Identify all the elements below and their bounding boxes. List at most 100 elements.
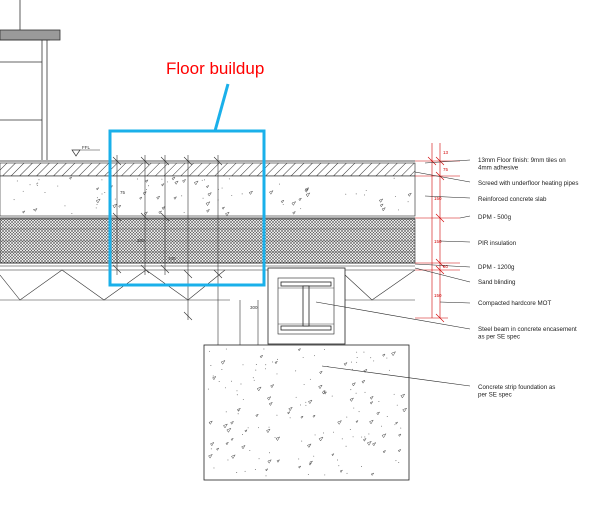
label-hardcore: Compacted hardcore MOT: [478, 300, 551, 307]
aggregate-triangle: [398, 433, 402, 437]
aggregate-dot: [394, 424, 396, 426]
aggregate-triangle: [307, 443, 312, 448]
aggregate-dot: [114, 198, 116, 200]
aggregate-triangle: [270, 384, 275, 389]
aggregate-dot: [252, 377, 254, 379]
steel-beam: [267, 267, 346, 345]
aggregate-dot: [282, 204, 284, 205]
aggregate-dot: [358, 411, 360, 413]
aggregate-triangle: [118, 204, 122, 208]
aggregate-triangle: [318, 436, 324, 442]
aggregate-triangle: [269, 190, 274, 195]
aggregate-triangle: [142, 191, 147, 196]
aggregate-triangle: [208, 420, 213, 425]
aggregate-dot: [95, 207, 97, 209]
aggregate-dot: [269, 452, 270, 454]
aggregate-dot: [345, 193, 347, 195]
aggregate-triangle: [275, 436, 281, 442]
foundation-aggregate: [207, 348, 408, 477]
aggregate-dot: [323, 390, 325, 392]
dim-beam-gap: 300: [250, 305, 258, 310]
aggregate-triangle: [308, 462, 312, 466]
aggregate-triangle: [156, 195, 161, 200]
aggregate-dot: [38, 179, 40, 181]
aggregate-dot: [221, 187, 223, 189]
aggregate-triangle: [372, 442, 377, 447]
aggregate-triangle: [369, 401, 374, 405]
aggregate-dot: [307, 474, 309, 475]
left-dimensions: [112, 155, 259, 345]
aggregate-triangle: [241, 444, 246, 450]
aggregate-dot: [213, 467, 215, 469]
aggregate-dot: [231, 380, 232, 382]
aggregate-dot: [364, 436, 366, 438]
aggregate-dot: [231, 195, 233, 196]
aggregate-triangle: [382, 449, 387, 454]
aggregate-triangle: [145, 179, 149, 183]
aggregate-triangle: [379, 203, 384, 208]
aggregate-dot: [242, 364, 244, 366]
aggregate-dot: [314, 434, 316, 436]
label-floor-finish-line2: 4mm adhesive: [478, 164, 519, 171]
aggregate-dot: [64, 205, 66, 207]
aggregate-dot: [337, 459, 338, 461]
aggregate-triangle: [323, 391, 328, 395]
label-strip-foundation-line1: Concrete strip foundation as: [478, 384, 555, 391]
aggregate-dot: [274, 436, 276, 438]
aggregate-triangle: [161, 183, 165, 187]
level-marker: FFL: [71, 145, 100, 157]
aggregate-dot: [298, 458, 300, 460]
leader-lines: [315, 159, 471, 387]
aggregate-dot: [313, 355, 315, 357]
aggregate-triangle: [161, 206, 166, 211]
aggregate-dot: [355, 193, 357, 195]
aggregate-dot: [236, 394, 238, 396]
aggregate-dot: [393, 177, 395, 179]
aggregate-triangle: [236, 407, 241, 412]
aggregate-triangle: [298, 197, 302, 202]
aggregate-triangle: [22, 210, 26, 214]
aggregate-dot: [363, 351, 365, 353]
aggregate-dot: [346, 416, 348, 418]
aggregate-dot: [236, 390, 238, 392]
aggregate-dot: [244, 470, 246, 472]
aggregate-triangle: [366, 440, 372, 446]
aggregate-dot: [258, 427, 260, 429]
aggregate-dot: [378, 401, 380, 403]
aggregate-dot: [400, 427, 402, 429]
aggregate-dot: [276, 414, 278, 416]
aggregate-triangle: [220, 359, 226, 365]
aggregate-triangle: [95, 198, 101, 204]
aggregate-dot: [36, 185, 38, 187]
aggregate-dot: [44, 192, 46, 194]
aggregate-triangle: [69, 176, 73, 180]
dim-left-b: 300: [137, 238, 145, 243]
aggregate-dot: [104, 192, 106, 193]
aggregate-triangle: [158, 210, 163, 215]
aggregate-triangle: [339, 469, 344, 473]
aggregate-triangle: [308, 399, 313, 405]
aggregate-dot: [365, 189, 367, 191]
aggregate-triangle: [395, 421, 399, 425]
aggregate-dot: [356, 357, 358, 358]
aggregate-dot: [353, 407, 355, 409]
dim-screed: 75: [443, 167, 449, 172]
aggregate-dot: [396, 404, 398, 406]
aggregate-triangle: [309, 460, 314, 465]
aggregate-dot: [204, 179, 205, 181]
aggregate-dot: [240, 383, 242, 385]
aggregate-triangle: [331, 453, 335, 457]
label-screed: Screed with underfloor heating pipes: [478, 180, 578, 187]
aggregate-dot: [323, 432, 324, 434]
aggregate-dot: [228, 178, 230, 180]
aggregate-triangle: [287, 411, 291, 415]
label-strip-foundation-line2: per SE spec: [478, 391, 512, 398]
aggregate-triangle: [304, 187, 310, 192]
aggregate-triangle: [226, 427, 232, 433]
aggregate-triangle: [305, 192, 311, 198]
aggregate-triangle: [267, 459, 272, 464]
aggregate-triangle: [207, 192, 212, 197]
aggregate-dot: [331, 395, 333, 397]
aggregate-triangle: [206, 185, 210, 189]
aggregate-dot: [224, 387, 226, 389]
